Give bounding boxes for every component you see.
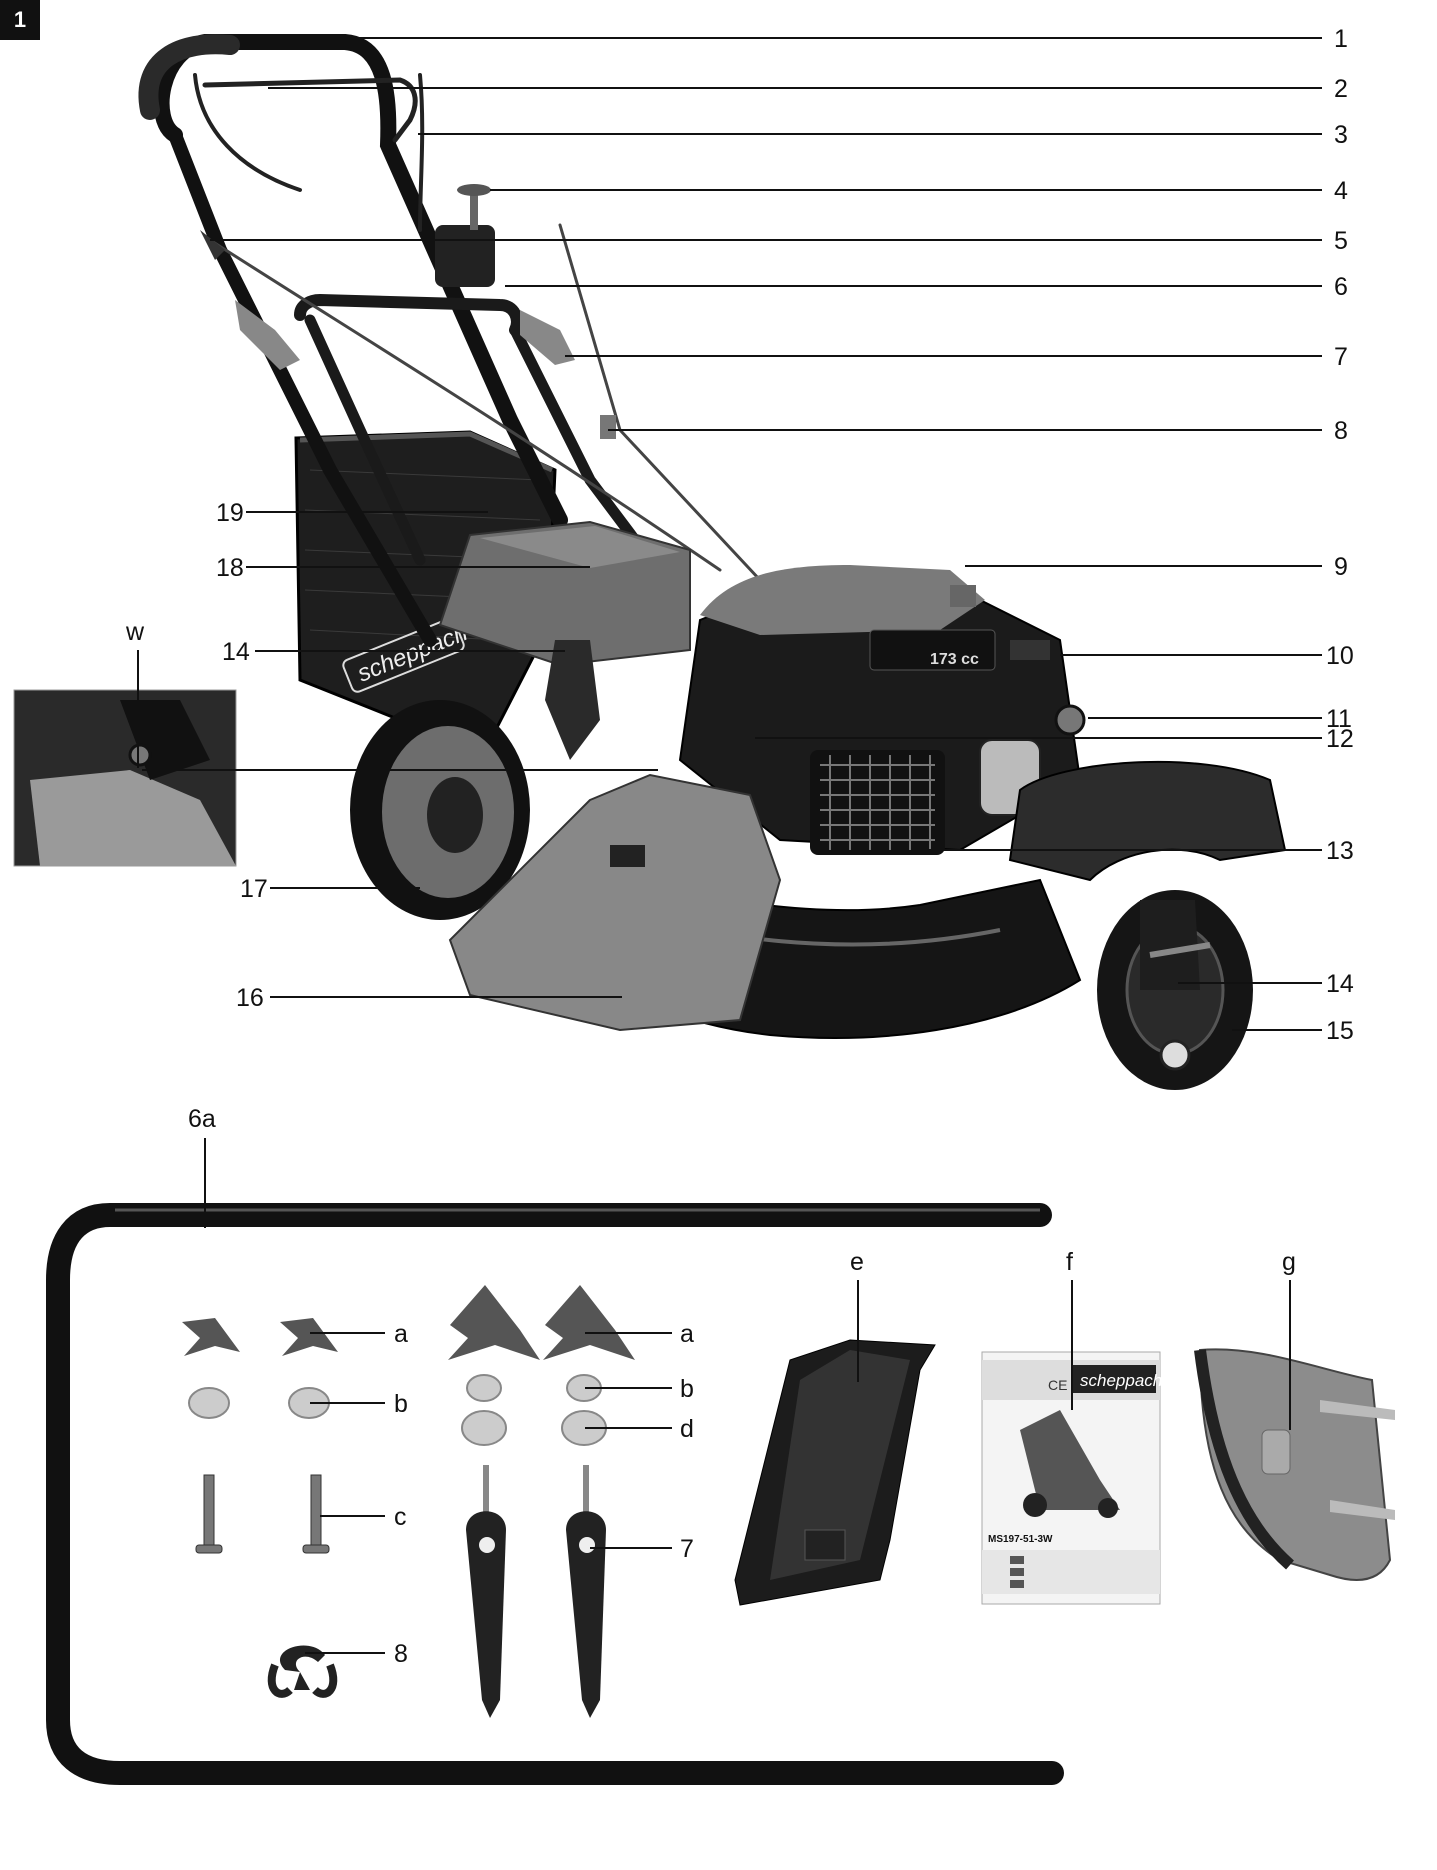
- callout-w: w: [125, 618, 145, 646]
- callout-14-right: 14: [1326, 970, 1354, 998]
- lower-handle-tube: [46, 1203, 1064, 1785]
- fill-level-indicator: [438, 520, 691, 667]
- callout-b-right: b: [680, 1375, 694, 1403]
- manual-brand-text: scheppach: [1080, 1371, 1162, 1390]
- callout-9: 9: [1334, 553, 1348, 581]
- engine-switch: [1010, 640, 1050, 660]
- starter-knob: [457, 184, 491, 196]
- manual-ce-mark: CE: [1048, 1377, 1067, 1393]
- callout-6a: 6a: [188, 1105, 216, 1133]
- mulching-insert: [734, 1339, 936, 1606]
- front-wheel-guard: [1008, 760, 1287, 882]
- callout-b-left: b: [394, 1390, 408, 1418]
- callout-d: d: [680, 1415, 694, 1443]
- callout-a-left: a: [394, 1320, 408, 1348]
- callout-a-right: a: [680, 1320, 694, 1348]
- fuel-cap: [950, 585, 976, 607]
- callout-14-left: 14: [222, 638, 250, 666]
- callout-11: 11: [1326, 705, 1352, 733]
- throttle-control-box: [435, 225, 495, 287]
- oil-filler-cap: [1054, 704, 1086, 736]
- detail-inset-photo: [13, 689, 237, 867]
- pins: [195, 1474, 330, 1554]
- starter-knob-stem: [470, 192, 478, 230]
- callout-12: 12: [1326, 725, 1354, 753]
- callout-2: 2: [1334, 75, 1348, 103]
- cable-clip-left: [200, 230, 225, 260]
- engine-label-plate: [869, 629, 996, 671]
- callout-16: 16: [236, 984, 264, 1012]
- washers: [188, 1374, 607, 1446]
- callout-19: 19: [216, 499, 244, 527]
- callout-c: c: [394, 1503, 407, 1531]
- front-wheel: [1097, 890, 1253, 1090]
- engine-displacement-text: 173 cc: [930, 651, 979, 668]
- callout-1: 1: [1334, 25, 1348, 53]
- callout-3: 3: [1334, 121, 1348, 149]
- quick-release-lever-right: [520, 310, 575, 365]
- height-lever-rear: [545, 640, 600, 760]
- callout-4: 4: [1334, 177, 1348, 205]
- callout-f: f: [1066, 1248, 1073, 1276]
- cable-clip: [279, 1645, 325, 1690]
- callout-18: 18: [216, 554, 244, 582]
- callout-7-lever: 7: [680, 1535, 694, 1563]
- callout-10: 10: [1326, 642, 1354, 670]
- callout-8-clip: 8: [394, 1640, 408, 1668]
- quick-release-levers: [466, 1465, 606, 1718]
- figure-number-badge: 1: [0, 0, 40, 40]
- callout-8: 8: [1334, 417, 1348, 445]
- star-knob-set-left: [182, 1318, 338, 1356]
- callout-7: 7: [1334, 343, 1348, 371]
- quick-release-lever-left: [235, 300, 300, 370]
- mulching-plug: [1194, 1348, 1395, 1581]
- callout-e: e: [850, 1248, 864, 1276]
- side-discharge-flap: [448, 773, 782, 1032]
- leader-lines: [137, 37, 1322, 1654]
- air-filter: [810, 750, 945, 855]
- star-knob-set-right: [448, 1285, 635, 1360]
- manual-model-text: MS197-51-3W: [988, 1534, 1053, 1545]
- callout-13: 13: [1326, 837, 1354, 865]
- callout-labels: 1 2 3 4 5 6 7 8 9 10 11 12 13 14 15 19 1…: [125, 25, 1354, 1668]
- callout-g: g: [1282, 1248, 1296, 1276]
- cable-guide: [600, 415, 616, 439]
- callout-5: 5: [1334, 227, 1348, 255]
- height-adjuster-front: [1140, 900, 1200, 990]
- callout-15: 15: [1326, 1017, 1354, 1045]
- callout-6: 6: [1334, 273, 1348, 301]
- loose-parts: scheppach CE MS197-51-3W: [46, 1203, 1395, 1785]
- callout-17: 17: [240, 875, 268, 903]
